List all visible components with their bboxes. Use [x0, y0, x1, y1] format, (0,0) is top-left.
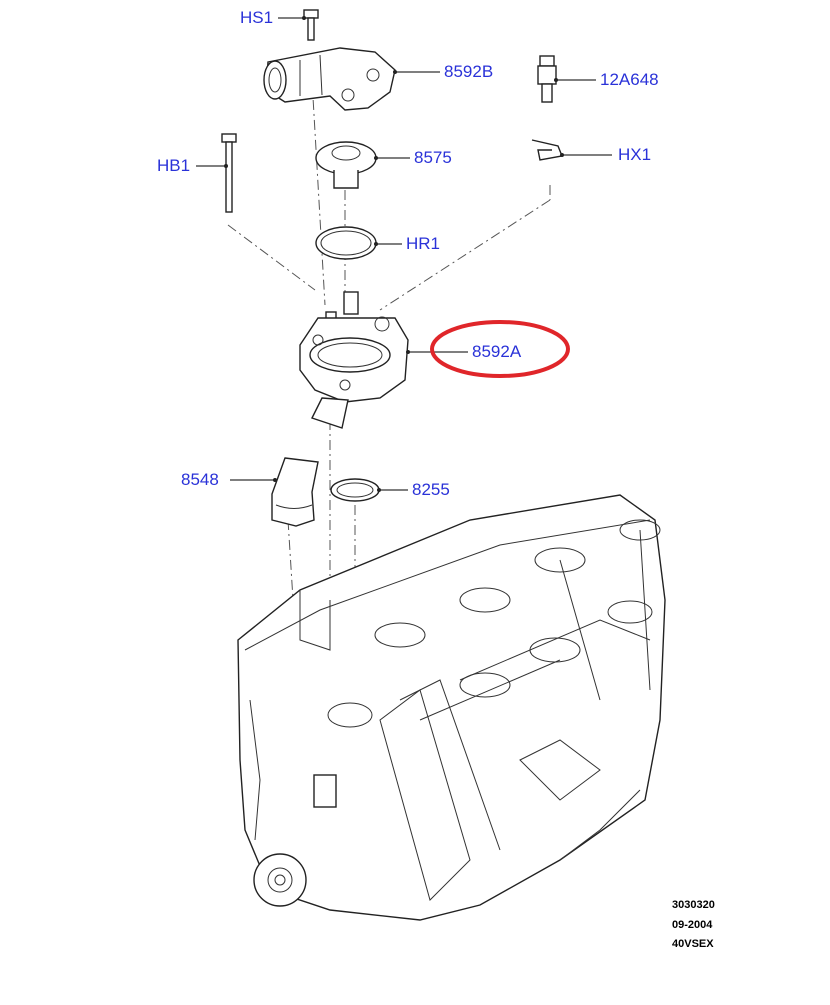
- bolt-hb1: [221, 133, 237, 213]
- label-12a648: 12A648: [600, 70, 659, 89]
- drawing-code: 3030320: [672, 899, 715, 911]
- label-hb1: HB1: [157, 156, 191, 175]
- label-hs1: HS1: [240, 8, 274, 27]
- label-8592b: 8592B: [444, 62, 494, 81]
- housing-8592a: [299, 291, 409, 429]
- label-8255: 8255: [412, 480, 450, 499]
- thermostat-8575: [315, 141, 377, 189]
- label-hr1: HR1: [406, 234, 441, 253]
- bolt-hs1: [303, 9, 319, 41]
- label-8592a: 8592A: [472, 342, 522, 361]
- leader-lines: [196, 16, 612, 492]
- engine-block: [237, 494, 666, 921]
- label-hx1: HX1: [618, 145, 652, 164]
- o-ring-hr1: [315, 226, 377, 260]
- drawing-model: 40VSEX: [672, 938, 714, 950]
- drawing-date: 09-2004: [672, 919, 713, 931]
- clip-hx1: [531, 139, 563, 161]
- label-8548: 8548: [181, 470, 219, 489]
- thermostat-housing-8592b: [263, 47, 396, 111]
- hose-8548: [271, 457, 319, 527]
- ring-8255: [330, 478, 380, 502]
- highlight-ellipse: [430, 320, 570, 378]
- sensor-12a648: [537, 55, 557, 103]
- label-8575: 8575: [414, 148, 452, 167]
